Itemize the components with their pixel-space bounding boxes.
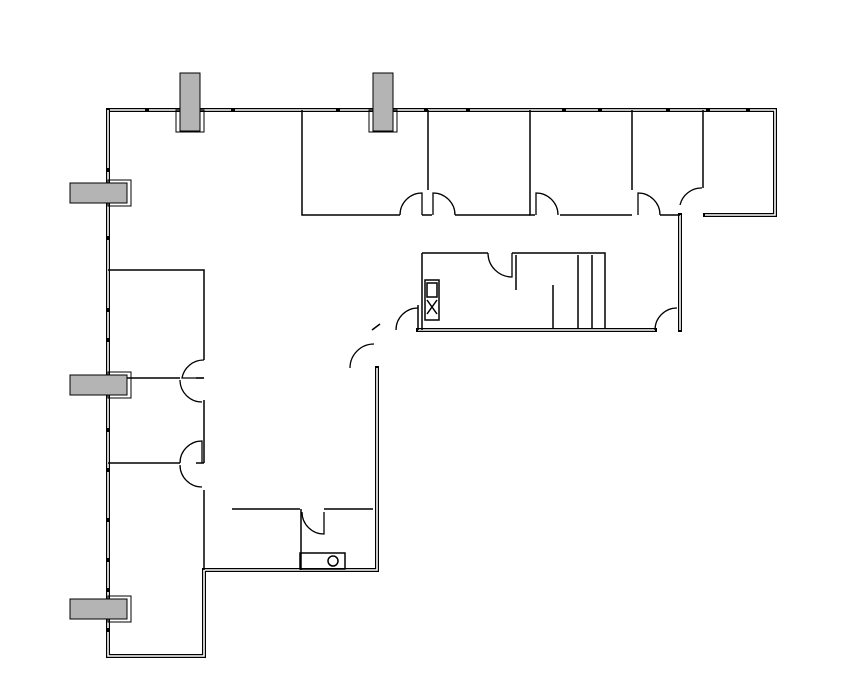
- window-mullion: [106, 518, 110, 522]
- partition-wall: [529, 110, 535, 216]
- fixtures: [299, 279, 440, 570]
- window-mullion: [106, 236, 110, 240]
- door-swing: [179, 379, 203, 403]
- door-swing: [301, 511, 325, 535]
- exterior-wall: [106, 108, 777, 217]
- door-swing: [432, 192, 456, 216]
- window-mullion: [424, 108, 428, 112]
- doors: [179, 187, 703, 535]
- door-swing: [679, 187, 703, 206]
- door-swing: [181, 359, 205, 379]
- door-swing: [399, 192, 423, 216]
- door-swing: [535, 192, 559, 216]
- exterior-wall-inner: [108, 109, 776, 216]
- window-mullion: [231, 108, 235, 112]
- window-mullion: [106, 338, 110, 342]
- partition-wall: [371, 323, 381, 331]
- kitchenette-counter: [299, 552, 346, 570]
- sink-icon: [426, 282, 438, 298]
- interior-partitions: [108, 110, 704, 570]
- window-mullion: [746, 108, 750, 112]
- window-mullion: [666, 108, 670, 112]
- window-mullion: [145, 108, 149, 112]
- exterior-wall: [106, 108, 379, 658]
- partition-wall: [301, 110, 400, 216]
- appliance-icon: [426, 299, 438, 315]
- counter: [424, 279, 440, 321]
- door-swing: [179, 464, 203, 488]
- window-mullion: [106, 308, 110, 312]
- partition-wall: [512, 252, 606, 328]
- structural-column: [69, 374, 128, 396]
- window-mullion: [562, 108, 566, 112]
- door-swing: [487, 252, 513, 278]
- door-swing: [637, 192, 661, 216]
- window-mullion: [466, 108, 470, 112]
- walls: [106, 108, 777, 658]
- window-mullion: [106, 628, 110, 632]
- partition-wall: [108, 269, 205, 360]
- window-mullion: [598, 108, 602, 112]
- window-mullion: [336, 108, 340, 112]
- door-swing: [179, 440, 203, 464]
- structural-column: [179, 72, 201, 132]
- window-mullion: [106, 468, 110, 472]
- door-swing: [654, 307, 678, 331]
- exterior-wall-inner: [107, 110, 378, 657]
- door-swing: [349, 343, 375, 369]
- structural-column: [372, 72, 394, 132]
- structural-columns: [69, 72, 398, 623]
- window-mullion: [106, 588, 110, 592]
- structural-column: [69, 182, 128, 204]
- window-mullion: [106, 168, 110, 172]
- structural-column: [69, 598, 128, 620]
- door-swing: [395, 307, 419, 331]
- window-mullion: [106, 558, 110, 562]
- sink-icon: [327, 555, 339, 567]
- window-mullion: [106, 428, 110, 432]
- window-mullion: [706, 108, 710, 112]
